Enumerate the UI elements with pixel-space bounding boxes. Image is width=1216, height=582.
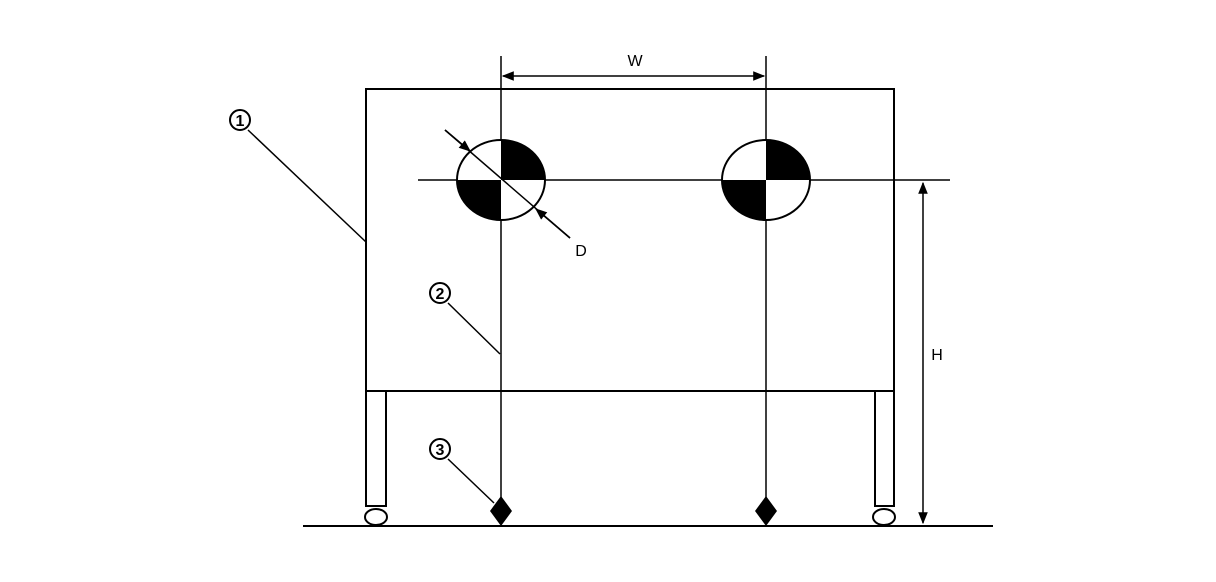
target-board [365,88,895,392]
height-label: H [931,347,943,364]
diameter-label: D [575,243,587,260]
left-floor-marker [490,496,512,526]
width-label: W [627,53,643,70]
right-floor-marker [755,496,777,526]
diameter-arrow-lower [535,208,571,239]
callout-2-number: 2 [436,286,445,303]
left-leg [365,390,387,507]
left-caster [364,508,388,526]
callout-1-number: 1 [236,113,245,130]
diameter-arrow-upper [444,129,471,152]
callout-2: 2 [429,282,501,355]
callout-3-number: 3 [436,442,445,459]
right-leg [874,390,895,507]
right-caster [872,508,896,526]
callout-1: 1 [229,109,367,243]
callout-3: 3 [429,438,495,504]
right-target [721,139,811,221]
